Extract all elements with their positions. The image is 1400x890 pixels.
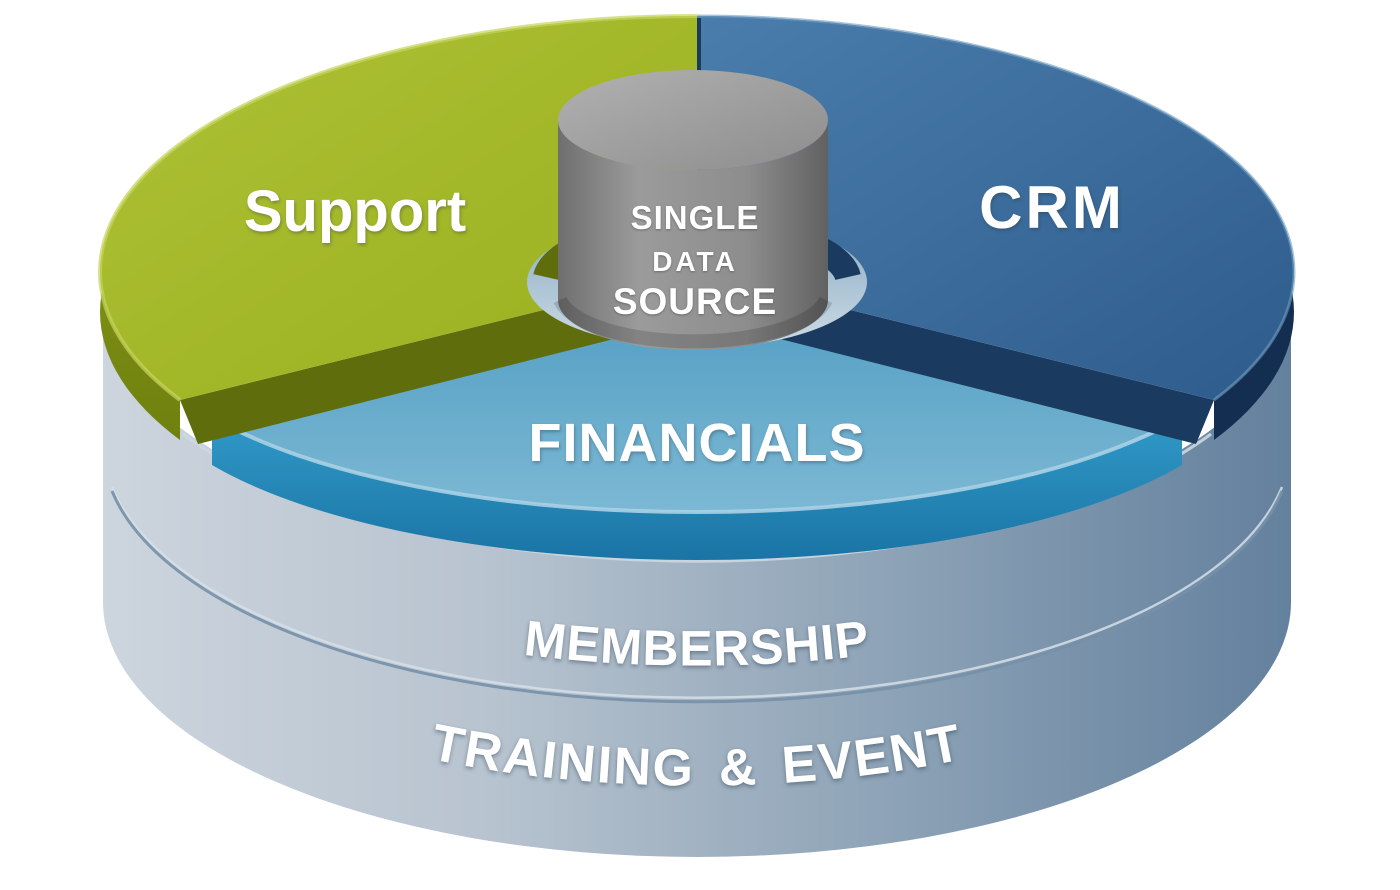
financials-edge-highlight [210,415,1184,515]
support-edge-highlight [98,14,698,402]
financials-rim [212,417,1182,561]
single-data-source-cylinder: SINGLE DATA SOURCE [553,70,833,350]
base-stack-body [103,302,1291,857]
cylinder-bottom-shade [553,296,833,349]
crm-label: CRM [979,174,1125,241]
cylinder-label-line2: DATA [652,246,738,277]
segment-labels: Support CRM FINANCIALS [244,174,1125,473]
layer-seam-highlight [110,486,1284,700]
support-label: Support [244,179,466,244]
base-layer-labels: MEMBERSHIP TRAINING & EVENT [427,610,966,798]
membership-label: MEMBERSHIP [522,610,873,677]
crm-edge-highlight [696,14,1296,402]
cylinder-label-line3: SOURCE [613,281,777,322]
financials-label: FINANCIALS [529,413,866,473]
cylinder-label-line1: SINGLE [631,199,760,236]
cylinder-side [558,120,828,350]
cylinder-top [558,70,828,170]
layer-seam-line [110,490,1284,704]
